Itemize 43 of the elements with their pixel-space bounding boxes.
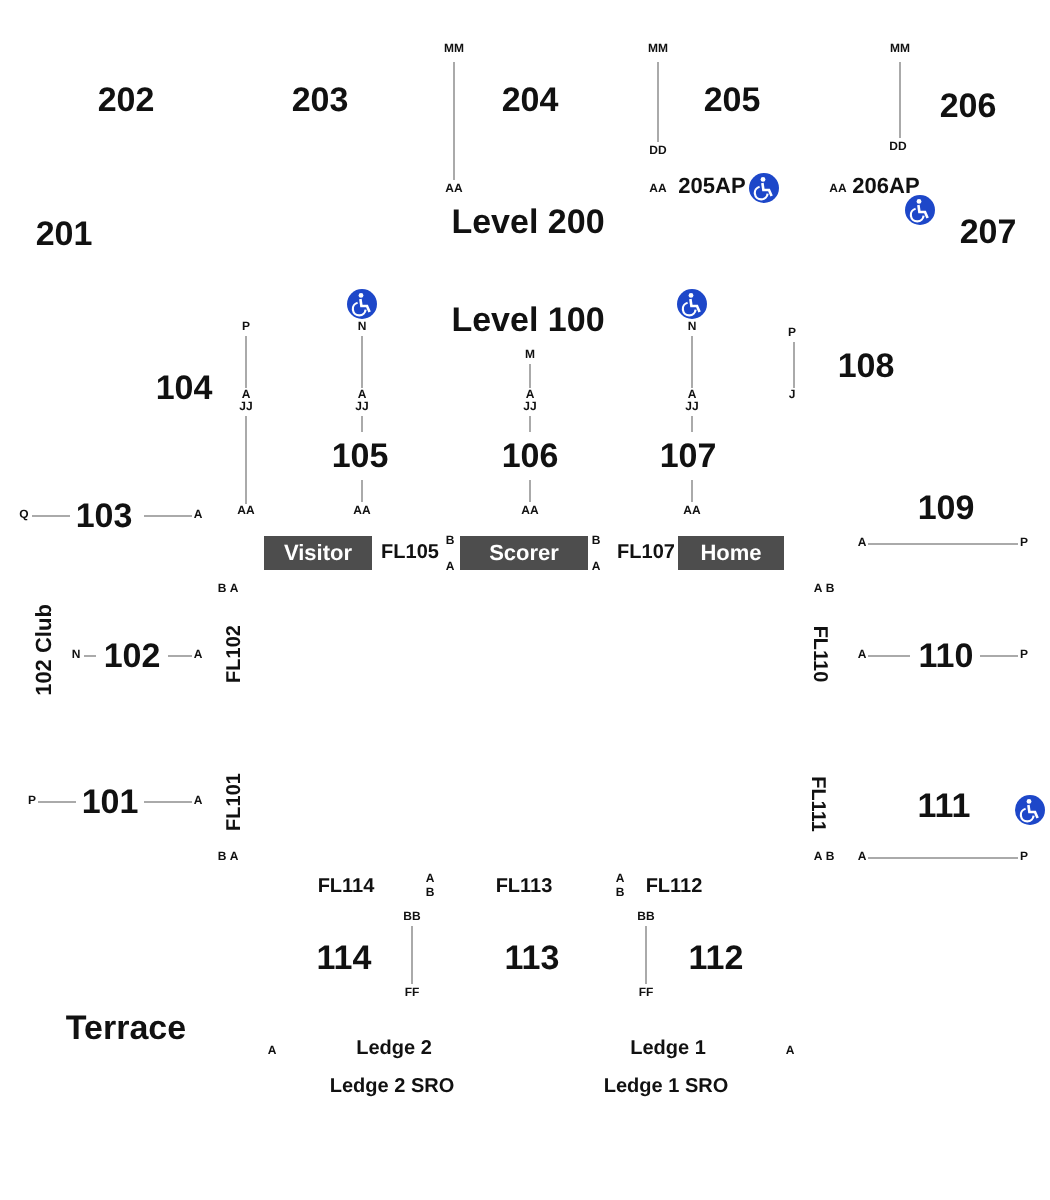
area-label: FL114 [317,878,375,898]
area-label: FL105 [381,544,439,564]
section-label: 110 [918,639,974,673]
section-label: 107 [659,439,717,473]
section-label: Terrace [65,1011,187,1045]
bench-bar: Visitor [264,536,372,570]
section-label: 111 [917,789,971,823]
area-label: Ledge 1 [630,1040,706,1060]
area-label: FL102 [226,625,246,683]
area-label: FL111 [806,776,826,832]
section-label: 106 [501,439,559,473]
section-label: 204 [501,83,559,117]
section-label: 101 [81,785,139,819]
area-label: FL112 [645,878,703,898]
section-label: Level 100 [451,303,605,337]
section-label: 203 [291,83,349,117]
area-label: FL101 [226,773,246,831]
area-label: FL113 [495,878,553,898]
section-label: 113 [504,941,560,975]
section-label: 205 [703,83,761,117]
bench-bar: Scorer [460,536,588,570]
section-label: Level 200 [451,205,605,239]
section-label: 109 [917,491,975,525]
area-label: 102 Club [35,604,57,696]
section-label: 102 [103,639,161,673]
area-label: 205AP [678,177,746,199]
section-label: 105 [331,439,389,473]
section-label: 104 [155,371,213,405]
area-label: Ledge 2 SRO [329,1078,455,1098]
area-label: FL107 [617,544,675,564]
area-label: Ledge 1 SRO [603,1078,729,1098]
section-label: 114 [316,941,372,975]
area-label: 206AP [852,177,920,199]
section-label: 201 [35,217,93,251]
area-label: FL110 [808,625,828,683]
section-label: 103 [75,499,133,533]
section-label: 206 [939,89,997,123]
bench-bar: Home [678,536,784,570]
area-label: Ledge 2 [356,1040,432,1060]
section-label: 202 [97,83,155,117]
section-label: 108 [837,349,895,383]
section-label: 112 [688,941,744,975]
section-label: 207 [959,215,1017,249]
